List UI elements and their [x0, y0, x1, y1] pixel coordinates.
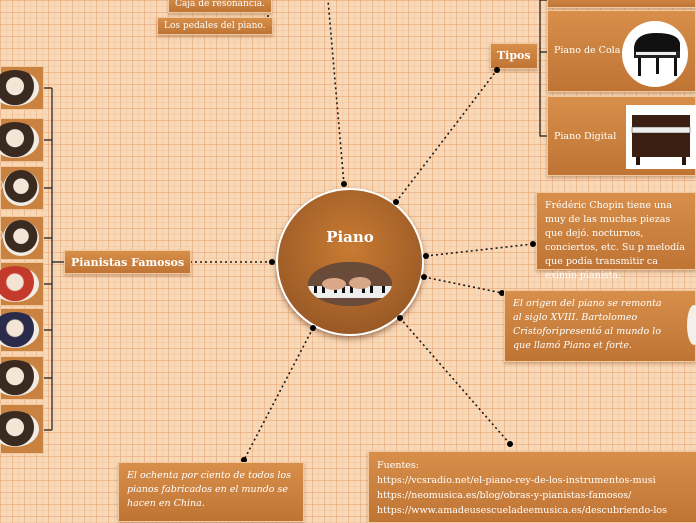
pianist-portrait-4[interactable]: ) [0, 216, 44, 260]
portrait-caption: ) [0, 231, 4, 241]
pianist-portrait-7[interactable] [0, 356, 44, 400]
portrait-image [3, 170, 39, 206]
portrait-image [0, 122, 39, 158]
pianist-portrait-5[interactable] [0, 262, 44, 306]
pianist-portrait-8[interactable] [0, 404, 44, 454]
connector-dot [423, 253, 429, 259]
node-pedales[interactable]: Los pedales del piano. [157, 17, 273, 35]
portrait-image [687, 305, 696, 345]
node-text: El origen del piano se remonta al siglo … [513, 298, 662, 351]
connector-dot [241, 457, 247, 463]
node-piano-cola[interactable]: Piano de Cola [547, 10, 696, 92]
central-topic[interactable]: Piano [276, 188, 424, 336]
node-pianistas-famosos[interactable]: Pianistas Famosos [64, 250, 192, 274]
central-topic-title: Piano [326, 228, 374, 246]
node-label: Piano de Cola [554, 45, 621, 56]
node-chopin[interactable]: Frédéric Chopin tiene una muy de las muc… [536, 192, 696, 281]
node-caja-resonancia[interactable]: Caja de resonancia. [168, 0, 272, 13]
portrait-image [0, 411, 39, 447]
connector-dot [530, 241, 536, 247]
node-piano-digital[interactable]: Piano Digital [547, 96, 696, 176]
node-text: Frédéric Chopin tiene una muy de las muc… [545, 200, 685, 281]
pianist-portrait-3[interactable]: ) [0, 166, 44, 210]
portrait-image [3, 220, 39, 256]
pianist-portrait-2[interactable] [0, 118, 44, 162]
grand-piano-icon [622, 21, 688, 87]
node-text: El ochenta por ciento de todos los piano… [127, 470, 292, 509]
pianist-portrait-6[interactable] [0, 308, 44, 352]
node-label: Pianistas Famosos [71, 256, 185, 269]
fuentes-title: Fuentes: [377, 460, 419, 471]
node-label: Piano Digital [554, 131, 617, 142]
node-fuentes[interactable]: Fuentes: https://vcsradio.net/el-piano-r… [368, 451, 696, 523]
portrait-caption: ) [0, 181, 4, 191]
node-china[interactable]: El ochenta por ciento de todos los piano… [118, 462, 304, 522]
node-origen[interactable]: El origen del piano se remonta al siglo … [504, 290, 696, 362]
connector-dot [507, 441, 513, 447]
node-label: Los pedales del piano. [164, 21, 266, 31]
portrait-image [0, 360, 39, 396]
piano-keys-photo [308, 262, 392, 306]
node-label: Tipos [497, 49, 531, 62]
connector-dot [269, 259, 275, 265]
connector-dot [421, 274, 427, 280]
connector-dot [393, 199, 399, 205]
fuentes-link-3[interactable]: https://www.amadeusescueladeemusica.es/d… [377, 505, 668, 516]
pianist-portrait-1[interactable] [0, 66, 44, 110]
connector-dot [499, 290, 505, 296]
connector-dot [310, 325, 316, 331]
connector-dot [341, 181, 347, 187]
fuentes-link-1[interactable]: https://vcsradio.net/el-piano-rey-de-los… [377, 475, 656, 486]
portrait-image [0, 312, 39, 348]
node-tipo-top[interactable] [547, 0, 696, 8]
fuentes-link-2[interactable]: https://neomusica.es/blog/obras-y-pianis… [377, 490, 632, 501]
node-tipos[interactable]: Tipos [490, 43, 538, 69]
connector-dot [494, 67, 500, 73]
portrait-image [0, 70, 39, 106]
digital-piano-icon [626, 105, 696, 169]
node-label: Caja de resonancia. [175, 0, 265, 9]
connector-dot [397, 315, 403, 321]
portrait-image [0, 266, 39, 302]
